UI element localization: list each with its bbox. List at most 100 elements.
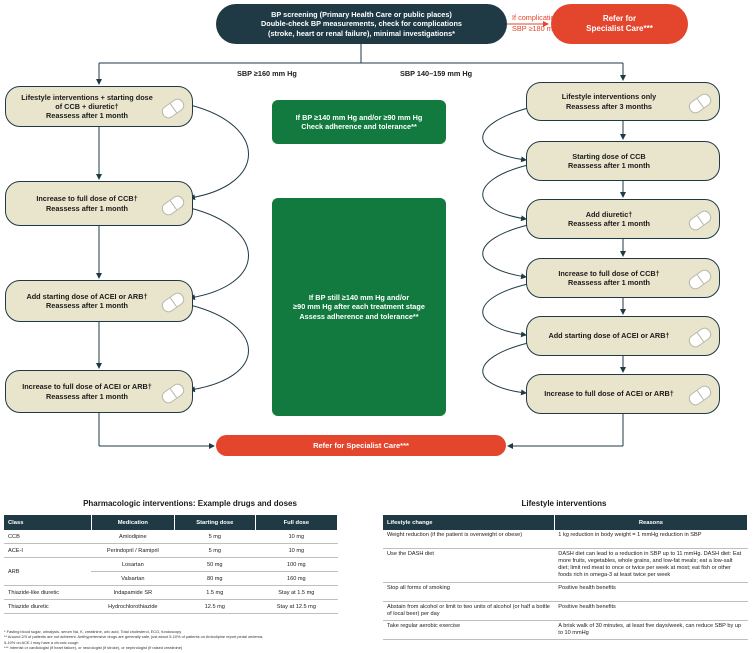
left-step-1: Lifestyle interventions + starting dose … <box>5 86 193 127</box>
lifestyle-change: Abstain from alcohol or limit to two uni… <box>383 601 555 621</box>
pharma-medication: Indapamide SR <box>91 585 175 600</box>
screening-line-1: BP screening (Primary Health Care or pub… <box>271 10 452 20</box>
green-small-line-2: Check adherence and tolerance** <box>301 122 417 131</box>
pharma-class: ARB <box>4 557 92 586</box>
pharma-full-dose: 10 mg <box>255 530 338 544</box>
right-step-1-line-1: Lifestyle interventions only <box>533 92 685 101</box>
lifestyle-table: Lifestyle change Reasons Weight reductio… <box>383 515 749 641</box>
refer-specialist-top: Refer for Specialist Care*** <box>551 4 688 44</box>
right-step-4-line-1: Increase to full dose of CCB† <box>558 268 660 278</box>
pharma-header-row: Class Medication Starting dose Full dose <box>4 515 339 530</box>
pill-icon <box>686 267 714 292</box>
table-row: Abstain from alcohol or limit to two uni… <box>383 601 748 621</box>
table-row: Valsartan 80 mg 160 mg <box>4 571 338 586</box>
screening-line-2: Double-check BP measurements, check for … <box>260 19 462 29</box>
lifestyle-table-title: Lifestyle interventions <box>521 499 607 508</box>
table-row: Thiazide diuretic Hydrochlorothiazide 12… <box>4 599 338 614</box>
lifestyle-change: Weight reduction (if the patient is over… <box>383 530 555 549</box>
footnote-2: ** Around 2/3 of patients are not adhere… <box>4 634 264 640</box>
pharma-table: Class Medication Starting dose Full dose… <box>4 515 339 614</box>
right-step-3-line-1: Add diuretic† <box>585 209 633 219</box>
right-step-6-line-1: Increase to full dose of ACEI or ARB† <box>544 389 674 399</box>
lifestyle-reason: Positive health benefits <box>554 601 748 621</box>
pharma-table-title: Pharmacologic interventions: Example dru… <box>83 499 297 508</box>
right-step-2-line-2: Reassess after 1 month <box>568 161 650 170</box>
table-row: Use the DASH diet DASH diet can lead to … <box>383 548 748 583</box>
pharma-header-class: Class <box>4 515 92 530</box>
left-step-2: Increase to full dose of CCB† Reassess a… <box>5 181 193 226</box>
pharma-header-medication: Medication <box>91 515 175 530</box>
lifestyle-header-reasons: Reasons <box>554 515 749 530</box>
pharma-medication: Losartan <box>91 557 175 572</box>
pharma-medication: Hydrochlorothiazide <box>91 599 175 614</box>
pill-icon <box>686 90 714 116</box>
right-step-5: Add starting dose of ACEI or ARB† <box>526 316 720 356</box>
pharma-full-dose: Stay at 1.5 mg <box>255 585 338 600</box>
lifestyle-reason: A brisk walk of 30 minutes, at least fiv… <box>554 620 748 641</box>
lifestyle-reason: DASH diet can lead to a reduction in SBP… <box>554 548 748 583</box>
right-step-5-line-1: Add starting dose of ACEI or ARB† <box>548 331 670 341</box>
screening-box: BP screening (Primary Health Care or pub… <box>216 4 507 44</box>
left-step-3: Add starting dose of ACEI or ARB† Reasse… <box>5 280 193 322</box>
green-big-line-2: ≥90 mm Hg after each treatment stage <box>293 302 425 312</box>
left-step-4-line-2: Reassess after 1 month <box>46 391 128 401</box>
pharma-full-dose: Stay at 12.5 mg <box>255 599 338 614</box>
right-step-1-text: Lifestyle interventions <box>561 92 642 102</box>
footnote-3: 5-10% on ACE-I may have a chronic cough <box>4 639 79 645</box>
pharma-medication: Perindopril / Ramipril <box>91 543 175 558</box>
left-step-4-line-1: Increase to full dose of ACEI or ARB† <box>22 382 152 392</box>
pharma-medication: Valsartan <box>91 571 175 586</box>
pill-icon <box>159 192 187 218</box>
right-step-1-line-2: Reassess after 3 months <box>566 101 652 111</box>
refer-specialist-bottom: Refer for Specialist Care*** <box>216 435 506 456</box>
pharma-class: Thiazide diuretic <box>4 599 92 614</box>
left-branch-label: SBP ≥160 mm Hg <box>237 69 297 78</box>
refer-top-line-1: Refer for <box>602 14 637 23</box>
lifestyle-change: Take regular aerobic exercise <box>383 620 555 641</box>
right-step-2-line-1: Starting dose of CCB <box>572 151 646 161</box>
green-small-line-1: If BP ≥140 mm Hg and/or ≥90 mm Hg <box>295 112 423 122</box>
lifestyle-header-change: Lifestyle change <box>383 515 555 530</box>
lifestyle-change: Stop all forms of smoking <box>383 582 555 602</box>
left-step-4: Increase to full dose of ACEI or ARB† Re… <box>5 370 193 413</box>
screening-line-3: (stroke, heart or renal failure), minima… <box>268 28 455 38</box>
pill-icon <box>159 95 187 121</box>
right-step-1-emphasis: only <box>641 92 657 102</box>
pharma-class: CCB <box>4 530 92 544</box>
pharma-start-dose: 5 mg <box>174 543 256 558</box>
lifestyle-change: Use the DASH diet <box>383 548 555 583</box>
pharma-class: ACE-I <box>4 543 92 558</box>
adherence-check-box-large: If BP still ≥140 mm Hg and/or ≥90 mm Hg … <box>272 198 446 416</box>
left-step-2-line-1: Increase to full dose of CCB† <box>36 194 138 204</box>
left-step-1-line-3: Reassess after 1 month <box>46 111 128 121</box>
green-big-line-1: If BP still ≥140 mm Hg and/or <box>308 292 410 302</box>
lifestyle-reason: 1 kg reduction in body weight = 1 mmHg r… <box>554 530 748 549</box>
right-step-3-line-2: Reassess after 1 month <box>568 219 650 228</box>
left-step-3-line-1: Add starting dose of ACEI or ARB† <box>26 291 148 301</box>
table-row: CCB Amlodipine 5 mg 10 mg <box>4 530 338 544</box>
pill-icon <box>686 325 714 350</box>
right-step-6: Increase to full dose of ACEI or ARB† <box>526 374 720 414</box>
pill-icon <box>686 383 714 408</box>
pharma-header-starting: Starting dose <box>174 515 256 530</box>
pharma-start-dose: 1.5 mg <box>174 585 256 600</box>
right-step-3: Add diuretic† Reassess after 1 month <box>526 199 720 239</box>
table-row: Take regular aerobic exercise A brisk wa… <box>383 620 748 641</box>
complication-line-2: SBP ≥180 mm Hg <box>512 24 571 34</box>
pharma-header-full: Full dose <box>255 515 339 530</box>
pill-icon <box>159 290 187 315</box>
footnotes: * Fasting blood sugar, urinalysis, serum… <box>4 629 344 650</box>
lifestyle-header-row: Lifestyle change Reasons <box>383 515 749 530</box>
right-step-4: Increase to full dose of CCB† Reassess a… <box>526 258 720 298</box>
pharma-full-dose: 10 mg <box>255 543 338 558</box>
pharma-full-dose: 100 mg <box>255 557 338 572</box>
left-step-2-line-2: Reassess after 1 month <box>46 203 128 213</box>
pharma-start-dose: 80 mg <box>174 571 256 586</box>
table-row: ARB Losartan 50 mg 100 mg <box>4 557 338 586</box>
pharma-class: Thiazide-like diuretic <box>4 585 92 600</box>
pharma-full-dose: 160 mg <box>255 571 338 586</box>
pill-icon <box>686 208 714 233</box>
right-step-4-line-2: Reassess after 1 month <box>568 278 650 287</box>
pharma-medication: Amlodipine <box>91 530 175 544</box>
pharma-start-dose: 12.5 mg <box>174 599 256 614</box>
